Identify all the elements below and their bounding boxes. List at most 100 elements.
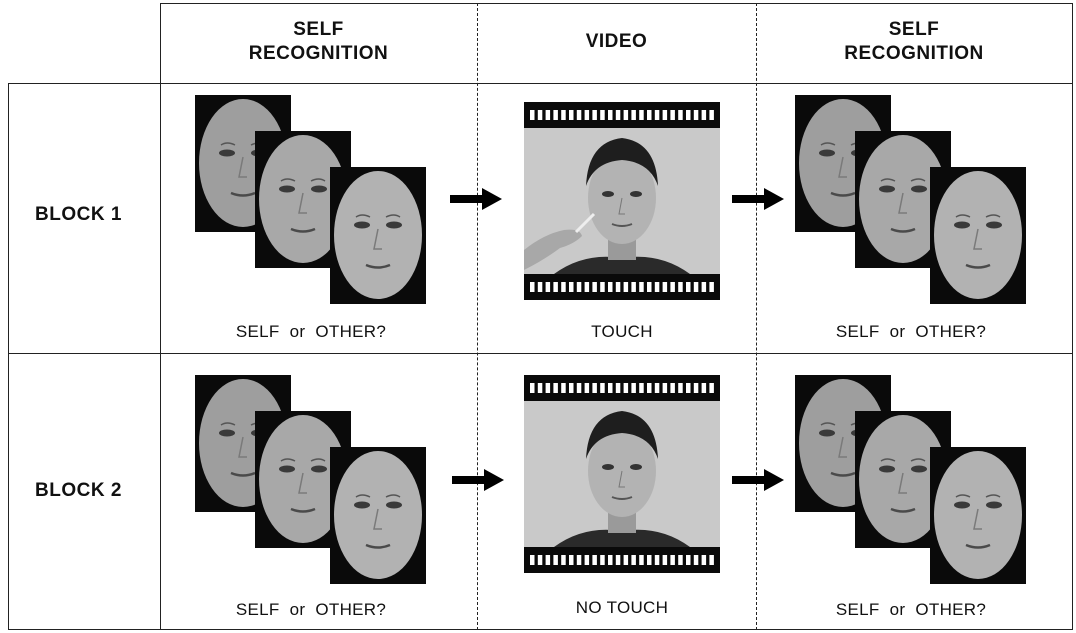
film-sprocket-hole	[600, 282, 605, 292]
dashed-divider-2	[756, 3, 757, 630]
arrow-right-icon	[450, 188, 502, 210]
bottom-border	[8, 629, 1073, 630]
face-photo	[330, 167, 426, 304]
film-sprocket-hole	[678, 110, 683, 120]
film-sprocket-hole	[693, 555, 699, 565]
film-sprocket-hole	[537, 555, 543, 565]
film-sprocket-hole	[569, 110, 574, 120]
film-sprocket-hole	[678, 555, 683, 565]
film-sprocket-hole	[592, 555, 597, 565]
film-sprocket-hole	[553, 383, 558, 393]
film-sprocket-hole	[561, 282, 566, 292]
film-sprocket-hole	[584, 555, 590, 565]
label-column-divider	[160, 3, 161, 630]
film-sprocket-hole	[545, 383, 551, 393]
video-frame-touch	[524, 102, 720, 300]
video-no-touch-still	[524, 383, 720, 565]
film-sprocket-hole	[569, 282, 574, 292]
header-line: SELF	[293, 19, 344, 40]
film-sprocket-hole	[584, 282, 590, 292]
film-sprocket-hole	[709, 110, 714, 120]
film-sprocket-hole	[701, 110, 707, 120]
film-sprocket-hole	[530, 555, 535, 565]
film-sprocket-hole	[631, 555, 636, 565]
film-sprocket-hole	[686, 555, 691, 565]
row-label-block-2: BLOCK 2	[35, 480, 122, 501]
film-sprocket-hole	[678, 282, 683, 292]
film-sprocket-hole	[678, 383, 683, 393]
film-sprocket-hole	[608, 555, 613, 565]
film-sprocket-hole	[639, 383, 644, 393]
film-sprocket-hole	[615, 110, 621, 120]
film-sprocket-hole	[561, 110, 566, 120]
header-line: RECOGNITION	[248, 43, 389, 64]
film-sprocket-hole	[623, 110, 629, 120]
film-sprocket-hole	[623, 555, 629, 565]
film-sprocket-hole	[670, 110, 675, 120]
film-sprocket-hole	[631, 383, 636, 393]
film-sprocket-hole	[530, 282, 535, 292]
arrow-right-icon	[732, 188, 784, 210]
film-sprocket-hole	[561, 383, 566, 393]
header-video: VIDEO	[477, 30, 756, 54]
right-border	[1072, 3, 1073, 630]
caption-block1-after: SELF or OTHER?	[835, 322, 987, 341]
film-sprocket-hole	[530, 110, 535, 120]
film-sprocket-hole	[639, 555, 644, 565]
face-photo	[255, 131, 351, 268]
dashed-divider-1	[477, 3, 478, 630]
film-sprocket-hole	[709, 555, 714, 565]
film-sprocket-hole	[608, 282, 613, 292]
film-sprocket-hole	[537, 383, 543, 393]
caption-block2-before: SELF or OTHER?	[235, 600, 387, 619]
film-sprocket-hole	[647, 110, 652, 120]
film-sprocket-hole	[639, 110, 644, 120]
film-sprocket-hole	[569, 555, 574, 565]
header-line: RECOGNITION	[844, 43, 984, 64]
row-label-block-1: BLOCK 1	[35, 204, 122, 225]
film-sprocket-hole	[600, 110, 605, 120]
film-sprocket-hole	[569, 383, 574, 393]
film-sprocket-hole	[553, 110, 558, 120]
face-photo	[930, 167, 1026, 304]
film-sprocket-hole	[576, 383, 582, 393]
header-self-recognition-right: SELF RECOGNITION	[756, 18, 1072, 66]
film-sprocket-hole	[670, 555, 675, 565]
film-sprocket-hole	[662, 110, 668, 120]
film-sprocket-hole	[647, 555, 652, 565]
film-sprocket-hole	[709, 383, 714, 393]
film-sprocket-hole	[576, 282, 582, 292]
film-sprocket-hole	[615, 282, 621, 292]
film-sprocket-hole	[545, 555, 551, 565]
film-sprocket-hole	[608, 110, 613, 120]
film-sprocket-hole	[631, 282, 636, 292]
header-divider	[8, 83, 1073, 84]
caption-block1-before: SELF or OTHER?	[235, 322, 387, 341]
film-sprocket-hole	[654, 383, 660, 393]
video-caption-touch: TOUCH	[591, 322, 653, 341]
film-sprocket-hole	[647, 383, 652, 393]
film-sprocket-hole	[662, 555, 668, 565]
film-sprocket-hole	[584, 110, 590, 120]
film-sprocket-hole	[537, 110, 543, 120]
video-touch-still	[524, 110, 720, 292]
film-sprocket-hole	[615, 383, 621, 393]
video-frame-no-touch	[524, 375, 720, 573]
face-photo	[930, 447, 1026, 584]
film-sprocket-hole	[553, 282, 558, 292]
row-divider	[8, 353, 1073, 354]
film-sprocket-hole	[639, 282, 644, 292]
film-sprocket-hole	[654, 110, 660, 120]
film-sprocket-hole	[584, 383, 590, 393]
arrow-right-icon	[452, 469, 504, 491]
caption-block2-after: SELF or OTHER?	[835, 600, 987, 619]
film-sprocket-hole	[647, 282, 652, 292]
video-caption-no-touch: NO TOUCH	[575, 598, 669, 617]
film-sprocket-hole	[693, 383, 699, 393]
film-sprocket-hole	[701, 282, 707, 292]
film-sprocket-hole	[709, 282, 714, 292]
film-sprocket-hole	[662, 282, 668, 292]
film-sprocket-hole	[545, 110, 551, 120]
film-sprocket-hole	[600, 555, 605, 565]
film-sprocket-hole	[686, 110, 691, 120]
